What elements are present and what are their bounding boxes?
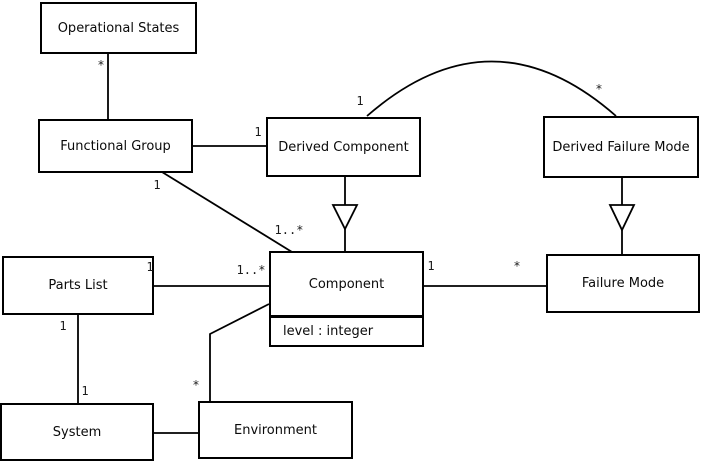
class-label: Parts List [48,278,108,293]
edge-derivedcomponent-derivedfailuremode-arc [366,60,617,117]
multiplicity-label: * [192,378,200,392]
multiplicity-label: 1 [153,178,161,192]
class-node-failure-mode[interactable]: Failure Mode [546,254,700,313]
class-label: Failure Mode [581,276,665,291]
multiplicity-label: 1 [427,259,435,273]
class-node-system[interactable]: System [0,403,154,461]
edge-functionalgroup-component-diagonal [161,171,293,253]
class-label: Component [308,276,385,292]
multiplicity-label: * [595,82,603,96]
edge-component-environment [209,303,270,401]
class-label: Operational States [57,20,180,36]
multiplicity-label: 1..* [274,223,304,237]
multiplicity-label: * [513,259,521,273]
class-label: System [52,424,102,440]
generalization-triangle-icon [331,204,359,232]
class-node-environment[interactable]: Environment [198,401,353,459]
class-node-operational-states[interactable]: Operational States [40,2,197,54]
generalization-triangle-icon [608,204,636,233]
class-label: Environment [233,422,317,438]
multiplicity-label: 1 [81,384,89,398]
class-node-derived-failure-mode[interactable]: Derived Failure Mode [543,116,699,178]
class-name-compartment: Component [271,253,422,315]
multiplicity-label: 1 [146,260,154,274]
class-node-parts-list[interactable]: Parts List [2,256,154,315]
class-label: Functional Group [60,138,171,154]
multiplicity-label: 1 [59,319,67,333]
class-node-functional-group[interactable]: Functional Group [38,119,193,173]
class-node-component[interactable]: Component level : integer [269,251,424,347]
class-attribute: level : integer [283,324,374,339]
multiplicity-label: 1 [356,94,364,108]
class-label: Derived Component [278,139,409,155]
multiplicity-label: * [97,58,105,72]
multiplicity-label: 1..* [236,263,266,277]
class-node-derived-component[interactable]: Derived Component [266,117,421,177]
multiplicity-label: 1 [254,125,262,139]
class-label: Derived Failure Mode [552,139,690,155]
class-attribute-compartment: level : integer [271,315,422,345]
